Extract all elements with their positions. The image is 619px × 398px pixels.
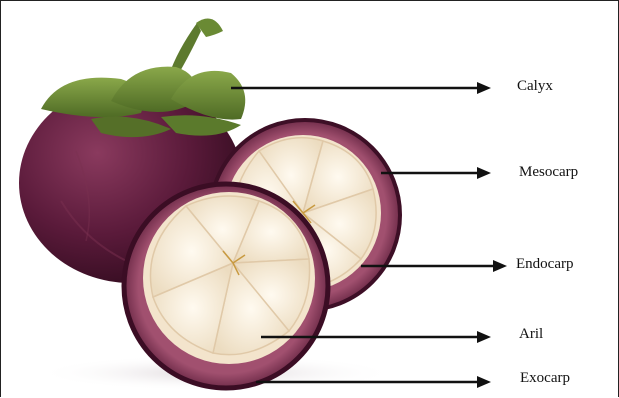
aril-label: Aril (519, 326, 543, 343)
mesocarp-label: Mesocarp (519, 164, 578, 181)
exocarp-label: Exocarp (520, 370, 570, 387)
calyx-arrow (231, 82, 491, 94)
mesocarp-arrow (381, 167, 491, 179)
cut-half-front (124, 184, 328, 388)
endocarp-label: Endocarp (516, 256, 573, 273)
calyx-label: Calyx (517, 78, 553, 95)
